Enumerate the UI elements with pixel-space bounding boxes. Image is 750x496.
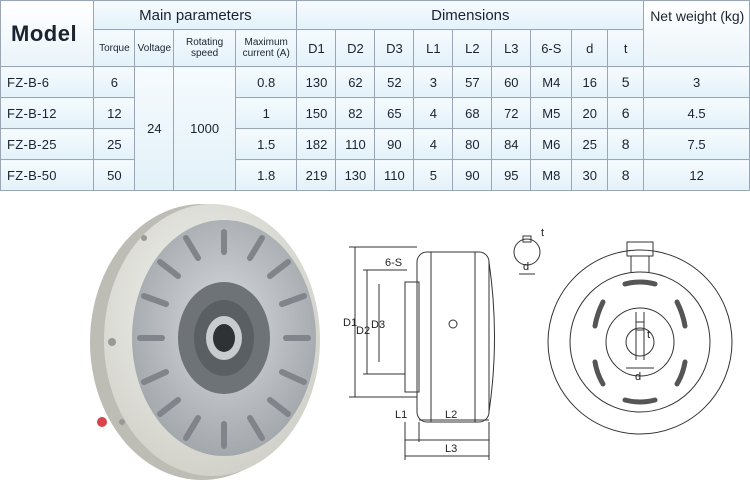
model-cell: FZ-B-6 [0,66,95,98]
d-cell: 16 [571,66,609,98]
voltage-cell: 24 [134,66,175,191]
l1-header: L1 [413,29,454,67]
weight-cell: 3 [643,66,750,98]
table-row: FZ-B-6 6 24 1000 0.8 130 62 52 3 57 60 M… [0,66,750,191]
l3-label: L3 [445,443,457,455]
l1-cell: 3 [413,66,454,98]
t-label-key: t [541,227,544,239]
torque-cell: 6 [93,66,136,98]
current-cell: 1.8 [234,159,298,191]
l2-label: L2 [445,409,457,421]
d3-header: D3 [374,29,415,67]
d1-label: D1 [343,317,357,329]
torque-cell: 25 [93,128,136,160]
magnetic-powder-brake-photo [90,204,320,480]
t-header: t [607,29,645,67]
t-label-front: t [647,329,650,341]
weight-cell: 12 [643,159,750,191]
current-cell: 0.8 [234,66,298,98]
rotating-speed-header: Rotating speed [173,29,236,67]
d2-cell: 110 [335,128,376,160]
l1-label: L1 [395,409,407,421]
l3-cell: 84 [491,128,532,160]
d1-cell: 150 [296,97,337,129]
l2-cell: 80 [452,128,493,160]
six-s-cell: M6 [530,128,573,160]
torque-cell: 50 [93,159,136,191]
l3-header: L3 [491,29,532,67]
l1-cell: 4 [413,128,454,160]
d2-cell: 82 [335,97,376,129]
l2-cell: 90 [452,159,493,191]
d2-cell: 130 [335,159,376,191]
d3-cell: 110 [374,159,415,191]
l3-cell: 95 [491,159,532,191]
l2-header: L2 [452,29,493,67]
l1-cell: 4 [413,97,454,129]
max-current-header: Maximum current (A) [234,29,298,67]
technical-drawing: 6-S D1 D2 D3 L1 L2 L3 t d t d [343,227,733,460]
d1-cell: 219 [296,159,337,191]
d2-header: D2 [335,29,376,67]
torque-cell: 12 [93,97,136,129]
six-s-header: 6-S [530,29,573,67]
model-cell: FZ-B-12 [0,97,95,129]
d-label-key: d [523,261,529,273]
d2-cell: 62 [335,66,376,98]
l1-cell: 5 [413,159,454,191]
speed-cell: 1000 [173,66,236,191]
six-s-cell: M5 [530,97,573,129]
d3-label: D3 [371,319,385,331]
current-cell: 1.5 [234,128,298,160]
voltage-header: Voltage [134,29,175,67]
table-row: FZ-B-25 25 1.5 182 110 90 4 80 84 M6 25 … [0,128,750,160]
d1-cell: 130 [296,66,337,98]
t-cell: 8 [607,159,645,191]
weight-cell: 7.5 [643,128,750,160]
d-cell: 25 [571,128,609,160]
l2-cell: 68 [452,97,493,129]
current-cell: 1 [234,97,298,129]
t-cell: 6 [607,97,645,129]
six-s-cell: M4 [530,66,573,98]
d1-cell: 182 [296,128,337,160]
model-cell: FZ-B-25 [0,128,95,160]
t-cell: 5 [607,66,645,98]
l2-cell: 57 [452,66,493,98]
d-cell: 30 [571,159,609,191]
spec-table: Model Main parameters Dimensions Net wei… [0,0,750,191]
table-row: FZ-B-50 50 1.8 219 130 110 5 90 95 M8 30… [0,159,750,191]
d3-cell: 65 [374,97,415,129]
model-header: Model [0,0,95,67]
d3-cell: 90 [374,128,415,160]
six-s-cell: M8 [530,159,573,191]
d-header: d [571,29,609,67]
main-parameters-header: Main parameters [93,0,298,30]
d3-cell: 52 [374,66,415,98]
d-cell: 20 [571,97,609,129]
d-label-front: d [635,371,641,383]
torque-header: Torque [93,29,136,67]
l3-cell: 60 [491,66,532,98]
model-cell: FZ-B-50 [0,159,95,191]
t-cell: 8 [607,128,645,160]
d2-label: D2 [356,325,370,337]
d1-header: D1 [296,29,337,67]
net-weight-header: Net weight (kg) [643,0,750,67]
l3-cell: 72 [491,97,532,129]
six-s-label: 6-S [385,257,402,269]
table-row: FZ-B-12 12 1 150 82 65 4 68 72 M5 20 6 4… [0,97,750,129]
dimensions-header: Dimensions [296,0,645,30]
weight-cell: 4.5 [643,97,750,129]
